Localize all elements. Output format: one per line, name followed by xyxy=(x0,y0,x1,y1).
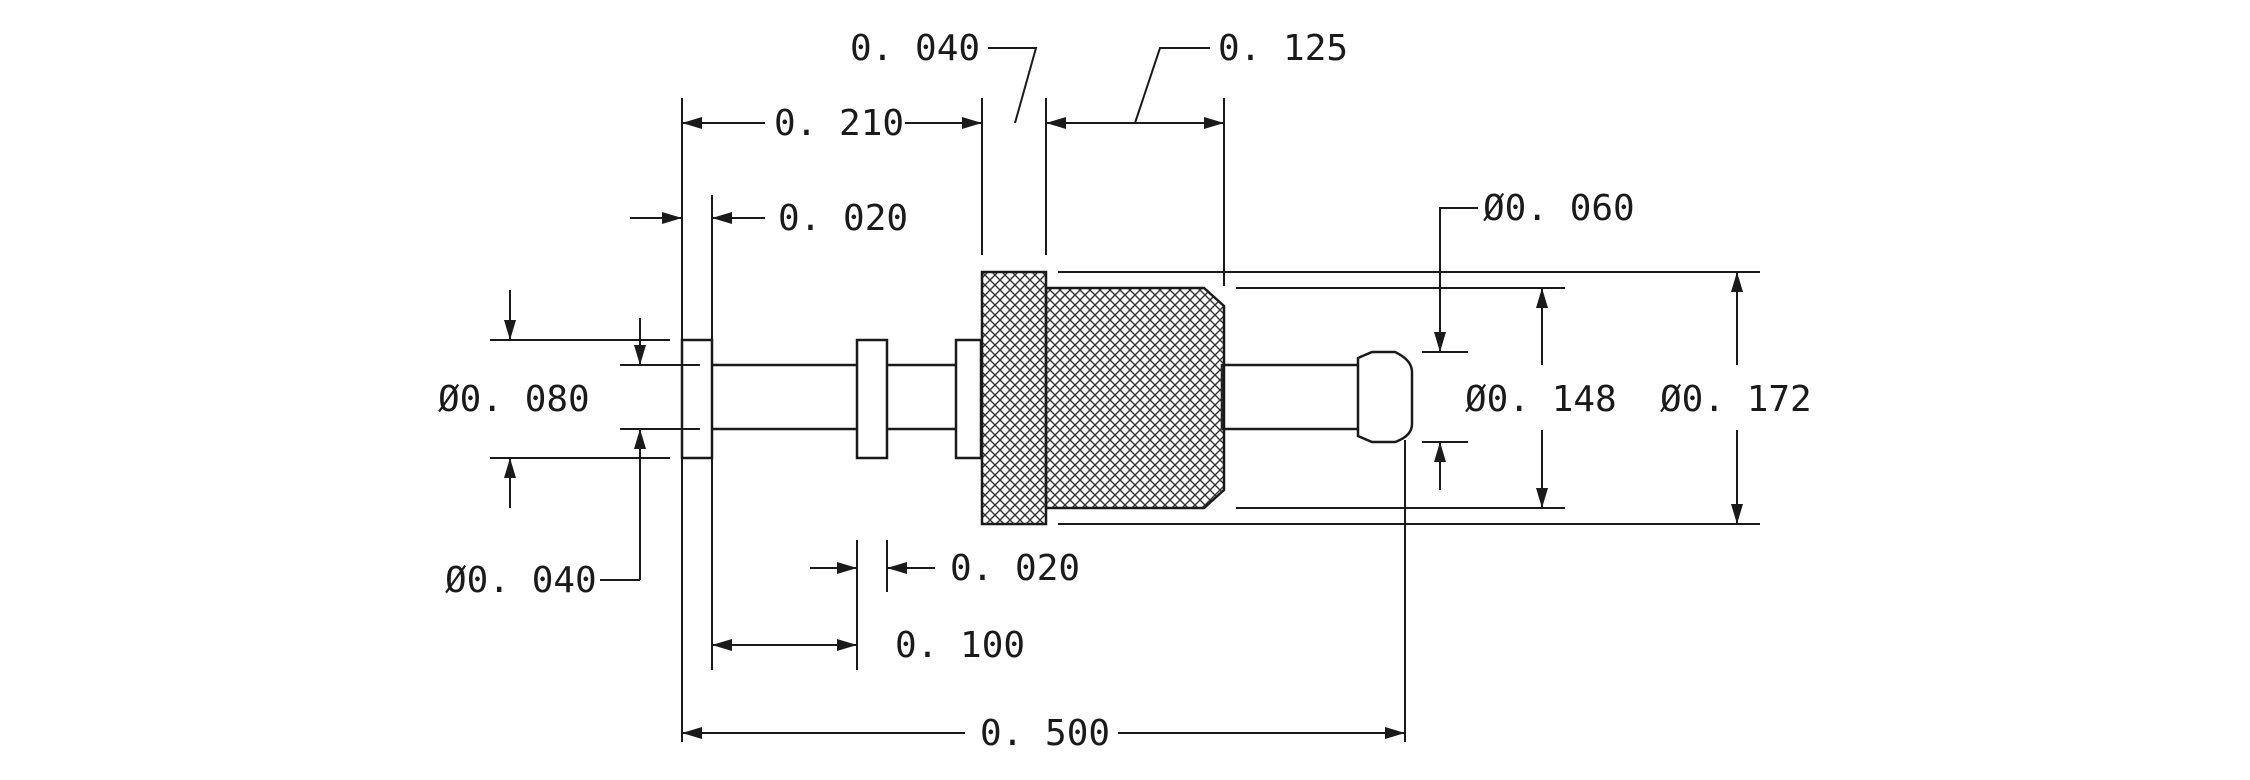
mid-washer-thickness-label: 0. 020 xyxy=(950,548,1080,589)
knurled-body xyxy=(1044,286,1226,510)
flange-diameter-label: Ø0. 172 xyxy=(1660,379,1812,420)
washer-spacing-label: 0. 100 xyxy=(895,625,1025,666)
knurled-flange xyxy=(980,270,1048,526)
shaft-mid-section xyxy=(883,363,959,431)
total-length-label: 0. 125 xyxy=(1218,28,1348,69)
stem-diameter-label: Ø0. 080 xyxy=(438,379,590,420)
end-washer-thickness-label: 0. 020 xyxy=(778,198,908,239)
mid-washer xyxy=(855,338,889,460)
shaft-left-section xyxy=(698,363,860,431)
part-outline xyxy=(680,270,1414,526)
end-washer xyxy=(680,338,714,460)
dimension-labels: 0. 040 0. 125 0. 210 0. 020 Ø0. 060 Ø0. … xyxy=(438,28,1812,754)
dimension-lines xyxy=(504,47,1743,739)
knurl-diameter-label: Ø0. 148 xyxy=(1465,379,1617,420)
shoulder-plate xyxy=(954,338,983,460)
tip-diameter-label: Ø0. 060 xyxy=(1483,188,1635,229)
right-pin xyxy=(1220,363,1364,431)
extension-lines xyxy=(490,98,1760,742)
flange-thickness-label: 0. 040 xyxy=(850,28,980,69)
shoulder-position-label: 0. 210 xyxy=(774,103,904,144)
overall-length-label: 0. 500 xyxy=(980,713,1110,754)
pin-diameter-label: Ø0. 040 xyxy=(445,560,597,601)
tapered-tip xyxy=(1356,350,1414,444)
